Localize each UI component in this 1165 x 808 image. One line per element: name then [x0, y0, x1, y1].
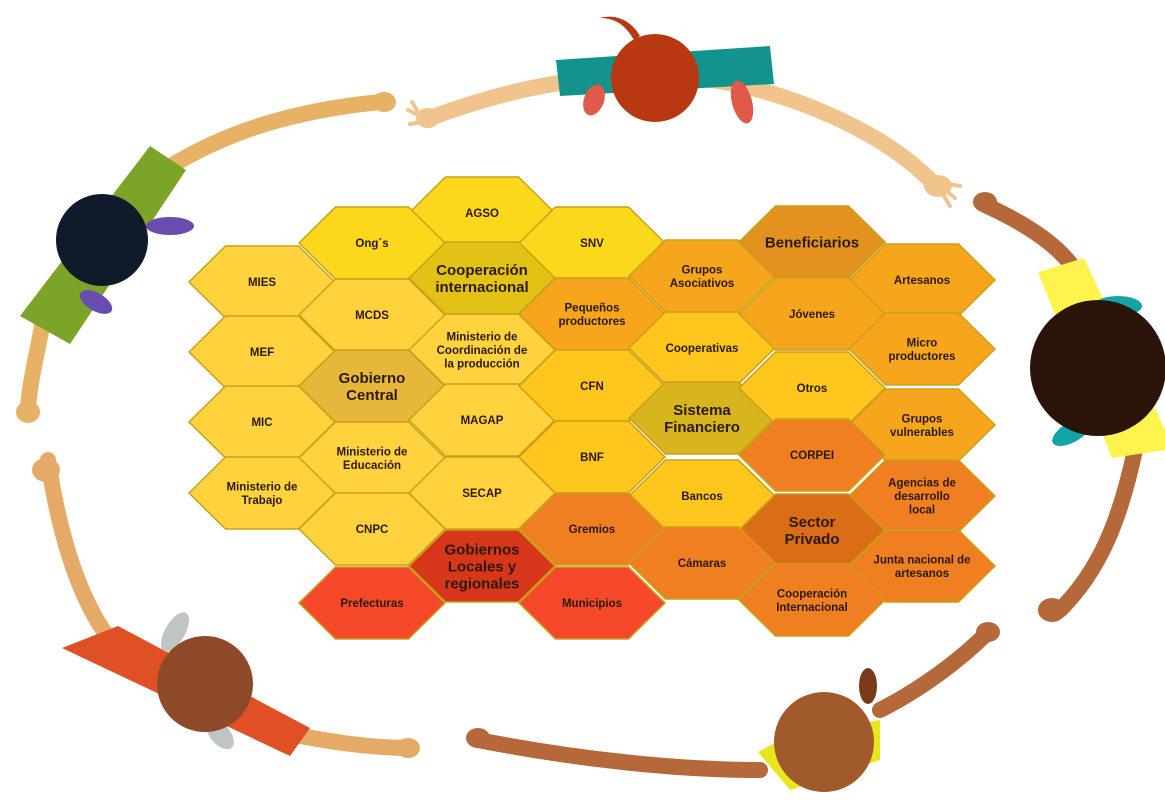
hex-label-ongs-line-0: Ong´s — [355, 238, 388, 250]
hex-label-sector-privado-title-line-1: Privado — [784, 531, 839, 548]
hex-label-gobierno-central-title-line-1: Central — [346, 387, 398, 404]
hex-label-grupos-asociativos-line-0: Grupos — [682, 264, 723, 276]
hex-label-cnpc-line-0: CNPC — [356, 524, 389, 536]
hex-label-cooperacion-internacional-title-line-1: internacional — [435, 279, 528, 296]
hex-label-cooperacion-internacional-title-line-0: Cooperación — [436, 262, 528, 279]
hex-label-mies-line-0: MIES — [248, 277, 276, 289]
person-top — [406, 16, 962, 208]
person-right — [973, 192, 1165, 622]
hex-shape-cnpc — [297, 492, 447, 566]
hex-label-ministerio-coordinacion-line-0: Ministerio de — [447, 332, 518, 344]
hex-label-artesanos-line-0: Artesanos — [894, 275, 950, 287]
hex-label-cooperacion-internacional-2-line-0: Cooperación — [777, 588, 847, 600]
hex-label-mcds-line-0: MCDS — [355, 310, 389, 322]
hex-label-ministerio-coordinacion-line-2: la producción — [444, 359, 519, 371]
hex-label-micro-productores-line-0: Micro — [907, 337, 938, 349]
hex-label-sector-privado-title-line-0: Sector — [789, 514, 836, 531]
hex-shape-gobiernos-locales-title — [407, 529, 557, 603]
hex-label-beneficiarios-title-line-0: Beneficiarios — [765, 234, 859, 251]
hex-label-agencias-desarrollo-line-1: desarrollo — [894, 491, 950, 503]
hex-label-gobierno-central-title-line-0: Gobierno — [339, 370, 406, 387]
hex-shape-micro-productores — [847, 312, 997, 386]
hex-label-grupos-vulnerables-line-1: vulnerables — [890, 427, 954, 439]
hex-shape-junta-nacional — [847, 529, 997, 603]
hex-label-gremios-line-0: Gremios — [569, 524, 616, 536]
hex-municipios: Municipios — [517, 566, 667, 640]
hex-label-pequenos-productores-line-0: Pequeños — [565, 302, 620, 314]
hex-label-gobiernos-locales-title-line-1: Locales y — [448, 558, 517, 575]
hex-corpei: CORPEI — [737, 418, 887, 492]
hex-label-pequenos-productores-line-1: productores — [558, 316, 625, 328]
hex-artesanos: Artesanos — [847, 243, 997, 317]
hex-label-jovenes-line-0: Jóvenes — [789, 309, 835, 321]
hex-label-ministerio-trabajo-line-1: Trabajo — [242, 495, 283, 507]
hex-label-cooperativas-line-0: Cooperativas — [666, 343, 739, 355]
hex-agso: AGSO — [407, 176, 557, 250]
hex-junta-nacional: Junta nacional de artesanos — [847, 529, 997, 603]
hex-label-gobiernos-locales-title-line-0: Gobiernos — [444, 541, 519, 558]
hex-label-corpei-line-0: CORPEI — [790, 450, 834, 462]
hex-grupos-vulnerables: Grupos vulnerables — [847, 388, 997, 462]
hex-label-ministerio-educacion-line-0: Ministerio de — [337, 446, 408, 458]
person-left — [16, 92, 396, 423]
hex-ministerio-educacion: Ministerio de Educación — [297, 421, 447, 495]
hex-camaras: Cámaras — [627, 526, 777, 600]
hex-label-ministerio-educacion-line-1: Educación — [343, 460, 401, 472]
hex-label-otros-line-0: Otros — [797, 383, 828, 395]
hex-label-ministerio-coordinacion-line-1: Coordinación de — [437, 345, 528, 357]
hex-prefecturas: Prefecturas — [297, 566, 447, 640]
hex-label-camaras-line-0: Cámaras — [678, 558, 727, 570]
hex-shape-municipios — [517, 566, 667, 640]
hex-beneficiarios-title: Beneficiarios — [737, 205, 887, 279]
hex-label-mic-line-0: MIC — [251, 417, 272, 429]
hex-label-agencias-desarrollo-line-2: local — [909, 505, 935, 517]
hex-label-grupos-vulnerables-line-0: Grupos — [902, 413, 943, 425]
hex-label-agso-line-0: AGSO — [465, 208, 499, 220]
hex-label-bnf-line-0: BNF — [580, 452, 604, 464]
hex-label-grupos-asociativos-line-1: Asociativos — [670, 278, 735, 290]
hex-label-magap-line-0: MAGAP — [461, 415, 504, 427]
hex-micro-productores: Micro productores — [847, 312, 997, 386]
hex-label-secap-line-0: SECAP — [462, 488, 502, 500]
hex-label-junta-nacional-line-0: Junta nacional de — [873, 554, 970, 566]
hex-label-cfn-line-0: CFN — [580, 381, 604, 393]
hex-pequenos-productores: Pequeños productores — [517, 277, 667, 351]
person-bottom-left — [32, 452, 420, 758]
hex-cnpc: CNPC — [297, 492, 447, 566]
hex-label-mef-line-0: MEF — [250, 347, 274, 359]
hex-label-cooperacion-internacional-2-line-1: Internacional — [776, 602, 848, 614]
hex-label-gobiernos-locales-title-line-2: regionales — [444, 575, 519, 592]
hex-label-snv-line-0: SNV — [580, 238, 604, 250]
hex-label-ministerio-trabajo-line-0: Ministerio de — [227, 481, 298, 493]
person-bottom-right — [466, 622, 1000, 792]
hex-shape-corpei — [737, 418, 887, 492]
hex-label-sistema-financiero-title-line-0: Sistema — [673, 402, 731, 419]
hex-label-prefecturas-line-0: Prefecturas — [340, 598, 403, 610]
hex-label-bancos-line-0: Bancos — [681, 491, 723, 503]
hex-shape-camaras — [627, 526, 777, 600]
hex-label-micro-productores-line-1: productores — [888, 351, 955, 363]
people-circle-illustration — [16, 16, 1165, 792]
hex-shape-cooperacion-internacional-2 — [737, 563, 887, 637]
hex-label-agencias-desarrollo-line-0: Agencias de — [888, 478, 956, 490]
hex-label-sistema-financiero-title-line-1: Financiero — [664, 419, 740, 436]
hex-bnf: BNF — [517, 420, 667, 494]
hex-label-municipios-line-0: Municipios — [562, 598, 622, 610]
hex-label-junta-nacional-line-1: artesanos — [895, 568, 949, 580]
hex-shape-prefecturas — [297, 566, 447, 640]
